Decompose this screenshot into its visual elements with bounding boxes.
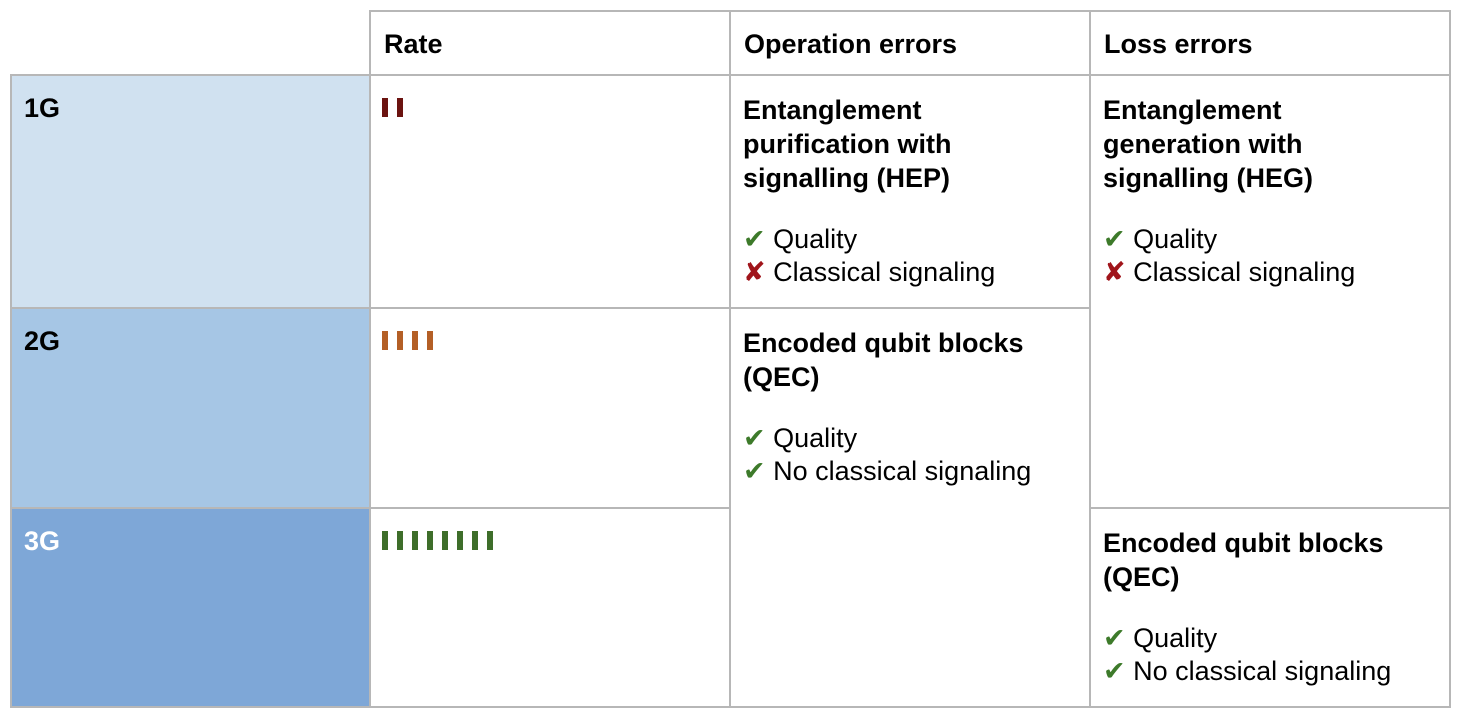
item-text: Quality <box>773 224 858 254</box>
cross-icon: ✘ <box>743 257 766 287</box>
operation-1g-title: Entanglement purification with signallin… <box>743 93 1077 195</box>
loss-errors-header: Loss errors <box>1089 10 1451 76</box>
rate-2g-bars <box>371 309 729 350</box>
title-line: (QEC) <box>1103 562 1180 592</box>
operation-23g-cell: Encoded qubit blocks (QEC) ✔ Quality ✔ N… <box>729 307 1091 708</box>
rate-bar <box>442 531 448 550</box>
operation-1g-cell: Entanglement purification with signallin… <box>729 74 1091 309</box>
rate-bar <box>397 531 403 550</box>
loss-3g-item-signaling: ✔ No classical signaling <box>1103 655 1437 688</box>
rate-bar <box>457 531 463 550</box>
gen-2g-cell: 2G <box>10 307 371 509</box>
rate-1g-bars <box>371 76 729 117</box>
operation-23g-item-signaling: ✔ No classical signaling <box>743 455 1077 488</box>
rate-bar <box>412 531 418 550</box>
loss-3g-title: Encoded qubit blocks (QEC) <box>1103 526 1437 594</box>
operation-errors-header-label: Operation errors <box>744 29 958 59</box>
loss-3g-item-quality: ✔ Quality <box>1103 622 1437 655</box>
title-line: signalling (HEP) <box>743 163 951 193</box>
item-text: Classical signaling <box>1133 257 1356 287</box>
check-icon: ✔ <box>743 456 766 486</box>
loss-3g-cell: Encoded qubit blocks (QEC) ✔ Quality ✔ N… <box>1089 507 1451 708</box>
loss-12g-item-quality: ✔ Quality <box>1103 223 1437 256</box>
title-line: generation with <box>1103 129 1303 159</box>
item-text: Quality <box>1133 224 1218 254</box>
loss-12g-cell: Entanglement generation with signalling … <box>1089 74 1451 509</box>
check-icon: ✔ <box>1103 656 1126 686</box>
rate-bar <box>472 531 478 550</box>
check-icon: ✔ <box>743 224 766 254</box>
check-icon: ✔ <box>1103 224 1126 254</box>
rate-bar <box>412 331 418 350</box>
item-text: Classical signaling <box>773 257 996 287</box>
title-line: Encoded qubit blocks <box>1103 528 1384 558</box>
loss-12g-title: Entanglement generation with signalling … <box>1103 93 1437 195</box>
loss-errors-header-label: Loss errors <box>1104 29 1253 59</box>
rate-bar <box>382 331 388 350</box>
title-line: purification with <box>743 129 952 159</box>
rate-bar <box>382 98 388 117</box>
item-text: No classical signaling <box>1133 656 1392 686</box>
operation-1g-item-signaling: ✘ Classical signaling <box>743 256 1077 289</box>
check-icon: ✔ <box>743 423 766 453</box>
item-text: Quality <box>773 423 858 453</box>
operation-23g-title: Encoded qubit blocks (QEC) <box>743 326 1077 394</box>
rate-bar <box>397 98 403 117</box>
operation-1g-item-quality: ✔ Quality <box>743 223 1077 256</box>
gen-1g-label: 1G <box>24 93 61 123</box>
item-text: No classical signaling <box>773 456 1032 486</box>
gen-2g-label: 2G <box>24 326 61 356</box>
rate-2g-cell <box>369 307 731 509</box>
rate-bar <box>397 331 403 350</box>
rate-3g-cell <box>369 507 731 708</box>
title-line: Entanglement <box>743 95 922 125</box>
cross-icon: ✘ <box>1103 257 1126 287</box>
operation-23g-item-quality: ✔ Quality <box>743 422 1077 455</box>
rate-bar <box>382 531 388 550</box>
title-line: Encoded qubit blocks <box>743 328 1024 358</box>
gen-3g-cell: 3G <box>10 507 371 708</box>
rate-header: Rate <box>369 10 731 76</box>
title-line: Entanglement <box>1103 95 1282 125</box>
rate-bar <box>487 531 493 550</box>
gen-1g-cell: 1G <box>10 74 371 309</box>
operation-errors-header: Operation errors <box>729 10 1091 76</box>
rate-header-label: Rate <box>384 29 443 59</box>
rate-bar <box>427 531 433 550</box>
rate-bar <box>427 331 433 350</box>
rate-3g-bars <box>371 509 729 550</box>
title-line: signalling (HEG) <box>1103 163 1314 193</box>
loss-12g-item-signaling: ✘ Classical signaling <box>1103 256 1437 289</box>
check-icon: ✔ <box>1103 623 1126 653</box>
title-line: (QEC) <box>743 362 820 392</box>
gen-3g-label: 3G <box>24 526 61 556</box>
item-text: Quality <box>1133 623 1218 653</box>
rate-1g-cell <box>369 74 731 309</box>
